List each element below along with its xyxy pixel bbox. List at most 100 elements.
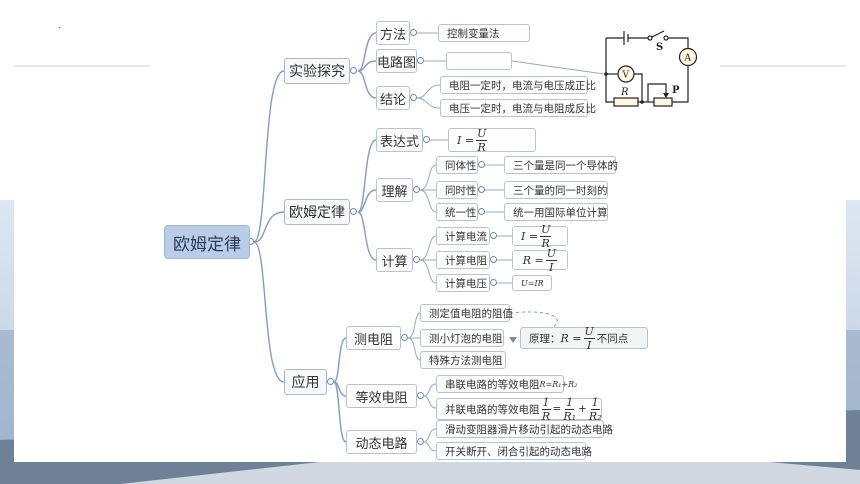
topic-label: 欧姆定律	[289, 205, 345, 221]
root-node[interactable]: 欧姆定律	[164, 225, 250, 259]
leaf-dynamic[interactable]: 开关断开、闭合引起的动态电路	[436, 442, 592, 460]
topic-label: 应用	[291, 375, 320, 391]
leaf-text: 测小灯泡的电阻	[429, 332, 503, 345]
toggle-icon[interactable]	[490, 279, 497, 286]
toggle-icon[interactable]	[478, 161, 485, 168]
leaf-text: 同时性	[445, 184, 477, 197]
leaf-text: 滑动变阻器滑片移动引起的动态电路	[445, 423, 613, 436]
node-label: 表达式	[380, 134, 420, 150]
leaf-text: 计算电压	[445, 277, 487, 290]
node-calculation[interactable]: 计算	[376, 248, 413, 272]
leaf-understanding-desc[interactable]: 三个量的同一时刻的	[504, 181, 608, 199]
toggle-icon[interactable]	[401, 334, 408, 341]
svg-text:.: .	[58, 21, 61, 30]
ammeter-label: A	[684, 54, 692, 64]
toggle-icon[interactable]	[478, 186, 485, 193]
leaf-understanding-label[interactable]: 同体性	[436, 156, 478, 174]
topic-experiment[interactable]: 实验探究	[284, 58, 350, 84]
node-equivalent[interactable]: 等效电阻	[346, 384, 417, 408]
leaf-calc-voltage[interactable]: 计算电压	[436, 274, 490, 292]
node-understanding[interactable]: 理解	[376, 178, 413, 202]
leaf-text: 计算电阻	[445, 254, 487, 267]
slider-label: P	[672, 85, 680, 96]
toggle-icon[interactable]	[423, 136, 430, 143]
leaf-method-value[interactable]: 控制变量法	[438, 24, 530, 42]
node-label: 方法	[380, 27, 407, 43]
toggle-icon[interactable]	[417, 57, 424, 64]
toggle-icon[interactable]	[350, 67, 357, 74]
topic-application[interactable]: 应用	[284, 369, 327, 395]
node-label: 等效电阻	[355, 390, 408, 406]
toggle-icon[interactable]	[413, 256, 420, 263]
root-label: 欧姆定律	[173, 234, 241, 255]
toggle-icon[interactable]	[350, 208, 357, 215]
leaf-circuit-value[interactable]	[446, 52, 512, 70]
node-label: 理解	[381, 184, 408, 200]
leaf-understanding-label[interactable]: 同时性	[436, 181, 478, 199]
relation-dashed	[509, 311, 558, 331]
leaf-conclusion-1[interactable]: 电阻一定时，电流与电压成正比	[440, 76, 596, 94]
node-dynamic[interactable]: 动态电路	[346, 430, 417, 454]
resistor-label: R	[620, 87, 629, 98]
relation-arrow-icon	[509, 337, 517, 343]
toggle-icon[interactable]	[478, 208, 485, 215]
leaf-text: 测定值电阻的阻值	[429, 307, 513, 320]
node-conclusion[interactable]: 结论	[376, 86, 410, 110]
leaf-calc-current[interactable]: 计算电流	[436, 227, 490, 245]
formula-lhs: I =	[457, 133, 475, 147]
formula-voltage[interactable]: U=IR	[512, 275, 552, 291]
node-label: 电路图	[377, 55, 417, 71]
leaf-connectors	[407, 32, 605, 452]
leaf-understanding-desc[interactable]: 统一用国际单位计算	[504, 203, 608, 221]
node-label: 计算	[381, 254, 408, 270]
leaf-text: 统一用国际单位计算	[513, 206, 608, 219]
toggle-icon[interactable]	[490, 256, 497, 263]
circuit-diagram: S A V R P	[604, 30, 698, 107]
leaf-text: 计算电流	[445, 230, 487, 243]
leaf-text: 三个量的同一时刻的	[513, 184, 608, 197]
topic-label: 实验探究	[289, 64, 345, 80]
node-expression[interactable]: 表达式	[376, 128, 423, 152]
leaf-text: 特殊方法测电阻	[429, 354, 503, 367]
leaf-text: 三个量是同一个导体的	[513, 159, 618, 172]
leaf-measure-item[interactable]: 测定值电阻的阻值	[420, 304, 513, 322]
leaf-text: 统一性	[445, 206, 477, 219]
leaf-conclusion-2[interactable]: 电压一定时，电流与电阻成反比	[440, 99, 596, 117]
leaf-understanding-desc[interactable]: 三个量是同一个导体的	[504, 156, 618, 174]
node-label: 动态电路	[355, 436, 408, 452]
leaf-text: 电压一定时，电流与电阻成反比	[449, 102, 596, 115]
toggle-icon[interactable]	[417, 438, 424, 445]
leaf-measure-item[interactable]: 特殊方法测电阻	[420, 351, 506, 369]
toggle-icon[interactable]	[417, 392, 424, 399]
toggle-icon[interactable]	[413, 186, 420, 193]
leaf-calc-resistance[interactable]: 计算电阻	[436, 251, 490, 269]
node-method[interactable]: 方法	[376, 21, 410, 45]
leaf-text: 开关断开、闭合引起的动态电路	[445, 445, 592, 458]
leaf-text: 控制变量法	[447, 27, 500, 40]
leaf-understanding-label[interactable]: 统一性	[436, 203, 478, 221]
leaf-measure-item[interactable]: 测小灯泡的电阻	[420, 329, 504, 347]
leaf-text: 同体性	[445, 159, 477, 172]
toggle-icon[interactable]	[490, 232, 497, 239]
topic-law[interactable]: 欧姆定律	[284, 199, 350, 225]
toggle-icon[interactable]	[410, 29, 417, 36]
node-label: 测电阻	[353, 332, 393, 348]
toggle-icon[interactable]	[327, 378, 334, 385]
content-panel	[14, 66, 846, 462]
node-circuit[interactable]: 电路图	[376, 49, 417, 73]
toggle-icon[interactable]	[410, 94, 417, 101]
leaf-dynamic[interactable]: 滑动变阻器滑片移动引起的动态电路	[436, 420, 613, 438]
node-measure[interactable]: 测电阻	[346, 326, 401, 350]
leaf-text: 电阻一定时，电流与电压成正比	[449, 79, 596, 92]
